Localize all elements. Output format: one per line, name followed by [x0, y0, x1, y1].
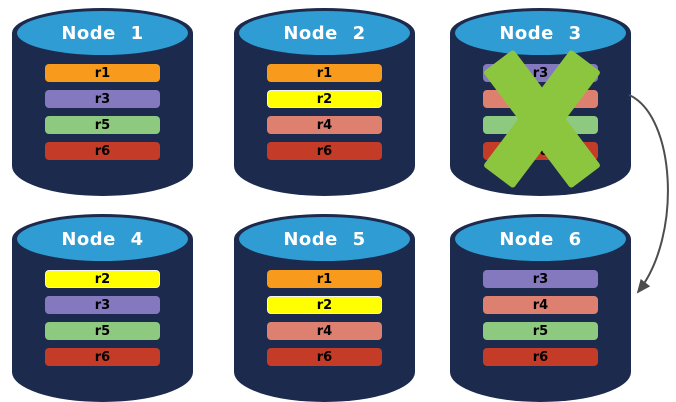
replica-bar-r4: r4: [267, 116, 382, 134]
replica-bar-r2: r2: [45, 270, 160, 288]
replica-list: r2 r3 r5 r6: [45, 270, 160, 366]
cylinder-top: Node 6: [455, 217, 626, 261]
cylinder-body: [12, 33, 193, 196]
replica-bar-r3: r3: [483, 270, 598, 288]
node-title: Node 4: [61, 228, 144, 250]
node-title: Node 6: [499, 228, 582, 250]
replica-bar-r4: r4: [483, 296, 598, 314]
node-title: Node 3: [499, 22, 582, 44]
db-node-5: Node 5 r1 r2 r4 r6: [234, 214, 415, 402]
db-node-4: Node 4 r2 r3 r5 r6: [12, 214, 193, 402]
replica-bar-r6: r6: [45, 348, 160, 366]
replica-bar-r4: r4: [267, 322, 382, 340]
cylinder-body: [12, 239, 193, 402]
cylinder-body: [450, 239, 631, 402]
replica-bar-r5: r5: [45, 322, 160, 340]
replica-bar-r5: r5: [483, 322, 598, 340]
replica-bar-r6: r6: [483, 348, 598, 366]
cylinder-body: [234, 239, 415, 402]
replica-list: r1 r2 r4 r6: [267, 270, 382, 366]
arrow-curve: [628, 94, 669, 294]
db-node-1: Node 1 r1 r3 r5 r6: [12, 8, 193, 196]
node-title: Node 1: [61, 22, 144, 44]
replica-bar-r1: r1: [267, 64, 382, 82]
node-title: Node 2: [283, 22, 366, 44]
replica-bar-r5: r5: [45, 116, 160, 134]
replica-bar-r2: r2: [267, 296, 382, 314]
cylinder-body: [234, 33, 415, 196]
replica-bar-r2: r2: [267, 90, 382, 108]
replica-bar-r1: r1: [45, 64, 160, 82]
cylinder-top: Node 5: [239, 217, 410, 261]
replica-bar-r6: r6: [267, 142, 382, 160]
failure-x-icon: [484, 50, 600, 188]
cylinder-top: Node 3: [455, 11, 626, 55]
replica-bar-r6: r6: [45, 142, 160, 160]
replica-bar-r3: r3: [45, 90, 160, 108]
db-node-6: Node 6 r3 r4 r5 r6: [450, 214, 631, 402]
node-title: Node 5: [283, 228, 366, 250]
cylinder-top: Node 2: [239, 11, 410, 55]
replica-bar-r3: r3: [45, 296, 160, 314]
cylinder-top: Node 4: [17, 217, 188, 261]
db-node-2: Node 2 r1 r2 r4 r6: [234, 8, 415, 196]
cylinder-top: Node 1: [17, 11, 188, 55]
replica-bar-r6: r6: [267, 348, 382, 366]
replica-list: r1 r2 r4 r6: [267, 64, 382, 160]
replica-bar-r1: r1: [267, 270, 382, 288]
replica-list: r1 r3 r5 r6: [45, 64, 160, 160]
replica-list: r3 r4 r5 r6: [483, 270, 598, 366]
